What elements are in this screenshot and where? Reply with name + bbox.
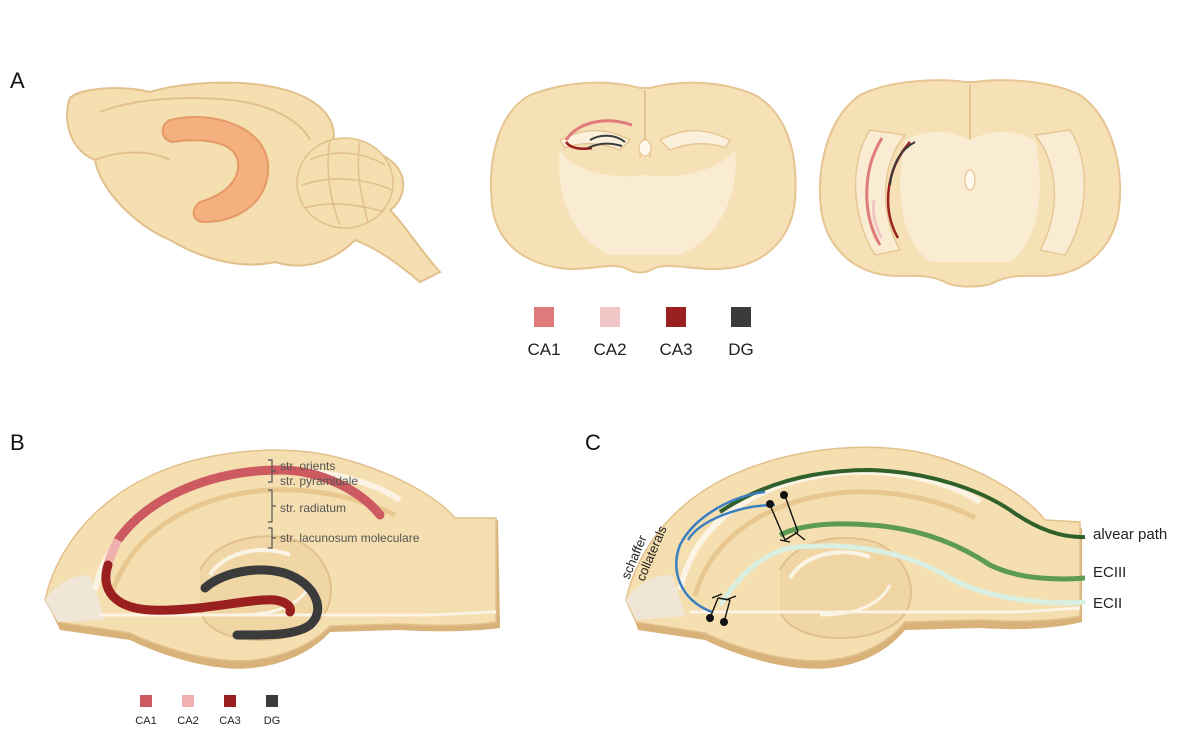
panel-b-layer-radiatum: str. radiatum xyxy=(280,501,346,515)
panel-b: str. orients str. pyramidale str. radiat… xyxy=(45,450,500,727)
legend-a: CA1 CA2 CA3 DG xyxy=(527,307,753,359)
coronal-section-anterior xyxy=(491,83,796,273)
legend-a-swatch-ca3 xyxy=(666,307,686,327)
legend-b-label-ca1: CA1 xyxy=(135,715,156,727)
legend-b-swatch-ca1 xyxy=(140,695,152,707)
panel-b-layer-pyramidale: str. pyramidale xyxy=(280,474,358,488)
panel-c-neuron-soma-1 xyxy=(766,500,774,508)
legend-a-label-ca1: CA1 xyxy=(527,340,560,359)
legend-b-swatch-ca2 xyxy=(182,695,194,707)
legend-b-label-ca3: CA3 xyxy=(219,715,240,727)
panel-c-neuron-soma-3 xyxy=(706,614,714,622)
panel-a: CA1 CA2 CA3 DG xyxy=(67,80,1120,359)
panel-c-neuron-soma-4 xyxy=(720,618,728,626)
legend-a-swatch-ca1 xyxy=(534,307,554,327)
legend-a-label-ca3: CA3 xyxy=(659,340,692,359)
legend-a-swatch-dg xyxy=(731,307,751,327)
coronal-2-inner xyxy=(900,132,1039,262)
panel-c-ecii-label: ECII xyxy=(1093,595,1122,612)
panel-b-layer-lacunosum: str. lacunosum moleculare xyxy=(280,531,420,545)
legend-b-label-ca2: CA2 xyxy=(177,715,198,727)
sagittal-brain xyxy=(67,83,440,282)
cerebellum xyxy=(297,138,393,228)
panel-c-eciii-label: ECIII xyxy=(1093,564,1126,581)
legend-b: CA1 CA2 CA3 DG xyxy=(135,695,280,727)
legend-b-swatch-ca3 xyxy=(224,695,236,707)
legend-b-label-dg: DG xyxy=(264,715,281,727)
legend-a-label-dg: DG xyxy=(728,340,754,359)
panel-c-neuron-soma-2 xyxy=(780,491,788,499)
legend-a-label-ca2: CA2 xyxy=(593,340,626,359)
panel-c-alvear-label: alvear path xyxy=(1093,526,1167,543)
legend-a-swatch-ca2 xyxy=(600,307,620,327)
legend-b-swatch-dg xyxy=(266,695,278,707)
panel-b-layer-orients: str. orients xyxy=(280,459,335,473)
coronal-section-posterior xyxy=(820,80,1120,286)
panel-c: schaffer collaterals alvear path ECIII E… xyxy=(618,447,1167,668)
